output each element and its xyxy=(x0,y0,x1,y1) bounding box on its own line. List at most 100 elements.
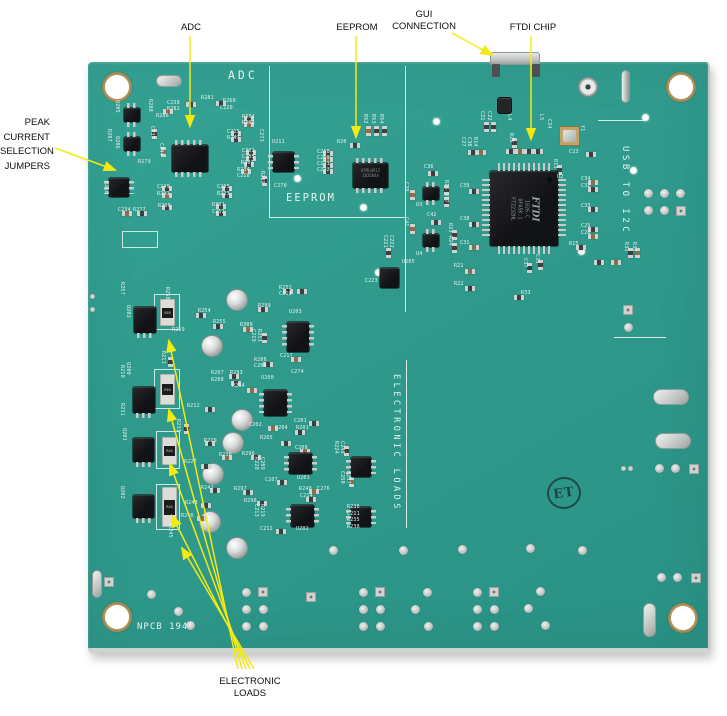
square-pad xyxy=(676,206,686,216)
smd-component xyxy=(163,109,173,114)
oblong-pad xyxy=(156,75,182,87)
designator-label: R230 xyxy=(219,452,232,458)
q200-load-fet xyxy=(133,387,155,418)
solder-pad xyxy=(473,588,482,597)
oblong-pad xyxy=(643,603,656,637)
designator-label: C238 xyxy=(167,100,180,106)
designator-label: U205 xyxy=(402,259,415,265)
smd-component xyxy=(201,503,211,508)
solder-pad xyxy=(657,573,666,582)
load-resistor: R10 xyxy=(162,487,177,527)
solder-pad xyxy=(376,622,385,631)
solder-pad xyxy=(259,622,268,631)
smd-component xyxy=(506,149,516,154)
smd-component xyxy=(262,176,267,186)
smd-component xyxy=(213,324,223,329)
smd-component xyxy=(300,449,310,454)
designator-label: R252 xyxy=(279,285,292,291)
designator-label: R288 xyxy=(147,99,153,112)
designator-label: R254 xyxy=(198,308,211,314)
smd-component xyxy=(350,143,360,148)
designator-label: R208 xyxy=(211,377,224,383)
smd-component xyxy=(465,269,475,274)
callout-text-line: CURRENT xyxy=(3,131,50,143)
smd-component xyxy=(291,357,301,362)
designator-label: R259 xyxy=(172,327,185,333)
designator-label: U3 xyxy=(416,202,423,208)
designator-label: C208 xyxy=(295,445,308,451)
designator-label: R213 xyxy=(217,191,230,197)
mounting-hole xyxy=(668,603,698,633)
designator-label: R303 xyxy=(242,120,255,126)
solder-pad xyxy=(671,464,680,473)
smd-component xyxy=(162,193,172,198)
smd-component xyxy=(428,171,438,176)
designator-label: C215 xyxy=(227,129,240,135)
callout-text-line: GUI xyxy=(415,9,433,20)
u204-chip xyxy=(346,457,376,477)
smd-component xyxy=(263,362,273,367)
solder-pad xyxy=(473,622,482,631)
square-pad xyxy=(489,587,499,597)
smd-component xyxy=(262,333,267,343)
designator-label: R246 xyxy=(181,513,194,519)
designator-label: C269 xyxy=(317,155,330,161)
callout-text-line: CONNECTION xyxy=(392,21,456,32)
designator-label: R233 xyxy=(175,419,181,432)
smd-component xyxy=(231,131,241,136)
mounting-hole xyxy=(102,72,132,102)
annotation-arrow xyxy=(451,32,494,57)
silkscreen-label: ELECTRONIC LOADS xyxy=(391,374,401,512)
designator-label: Q200 xyxy=(125,362,131,375)
designator-label: R255 xyxy=(213,319,226,325)
u211-chip xyxy=(268,152,299,172)
designator-label: R54 xyxy=(378,114,384,124)
solder-pad xyxy=(655,464,664,473)
designator-label: C220 xyxy=(220,105,233,111)
designator-label: R235 xyxy=(347,517,360,523)
designator-label: C23 xyxy=(569,149,579,155)
silkscreen-line xyxy=(269,66,270,218)
solder-pad xyxy=(359,588,368,597)
oblong-pad xyxy=(92,570,102,598)
solder-pad xyxy=(660,189,669,198)
designator-label: R240 xyxy=(299,486,312,492)
smd-component xyxy=(268,426,278,431)
solder-pad xyxy=(376,605,385,614)
q203-load-fet xyxy=(134,307,156,338)
designator-label: R24 xyxy=(447,236,453,246)
designator-label: R227 xyxy=(184,459,197,465)
square-pad xyxy=(306,592,316,602)
designator-label: R219 xyxy=(259,504,265,517)
solder-pad xyxy=(242,588,251,597)
designator-label: R243 xyxy=(185,500,198,506)
designator-label: R211 xyxy=(160,351,166,364)
designator-label: R247 xyxy=(227,135,240,141)
smd-component xyxy=(628,248,633,258)
designator-label: R277 xyxy=(133,207,146,213)
designator-label: R298 xyxy=(244,498,257,504)
designator-label: R201 xyxy=(296,425,309,431)
test-point xyxy=(199,511,221,533)
usb-connector-post xyxy=(532,64,540,77)
callout-text-line: ELECTRONIC xyxy=(219,676,281,687)
designator-label: C274 xyxy=(291,369,304,375)
solder-pad xyxy=(490,622,499,631)
designator-label: R15 xyxy=(569,241,579,247)
smd-component xyxy=(306,497,316,502)
via xyxy=(360,204,367,211)
designator-label: R52 xyxy=(362,114,368,124)
designator-label: R237 xyxy=(345,471,351,484)
smd-component xyxy=(231,137,241,142)
solder-pad xyxy=(424,622,433,631)
solder-pad xyxy=(359,622,368,631)
designator-label: C250 xyxy=(339,471,345,484)
designator-label: R296 xyxy=(242,451,255,457)
designator-label: C207 xyxy=(265,477,278,483)
solder-pad-small xyxy=(90,307,95,312)
smd-component xyxy=(323,169,333,174)
designator-label: C272 xyxy=(317,167,330,173)
designator-label: L4 xyxy=(506,114,512,121)
